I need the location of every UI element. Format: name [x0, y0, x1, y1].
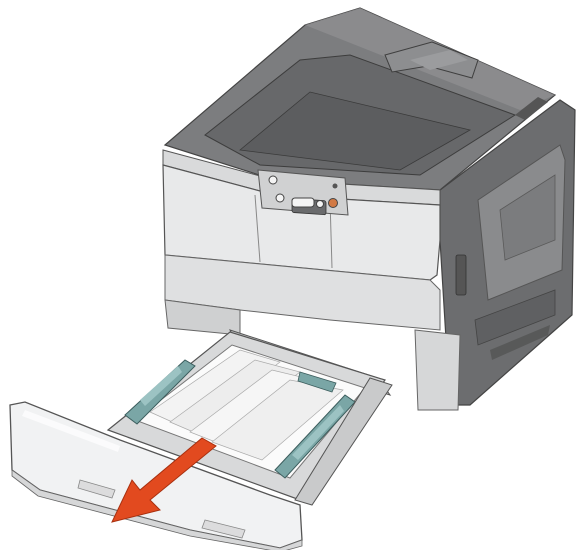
control-panel-illustration: [257, 169, 349, 216]
paper-tray-illustration: [9, 329, 393, 550]
pull-direction-arrow-icon: [111, 437, 217, 523]
output-bin-illustration: [204, 41, 548, 176]
stop-button-indicator: [328, 198, 338, 208]
